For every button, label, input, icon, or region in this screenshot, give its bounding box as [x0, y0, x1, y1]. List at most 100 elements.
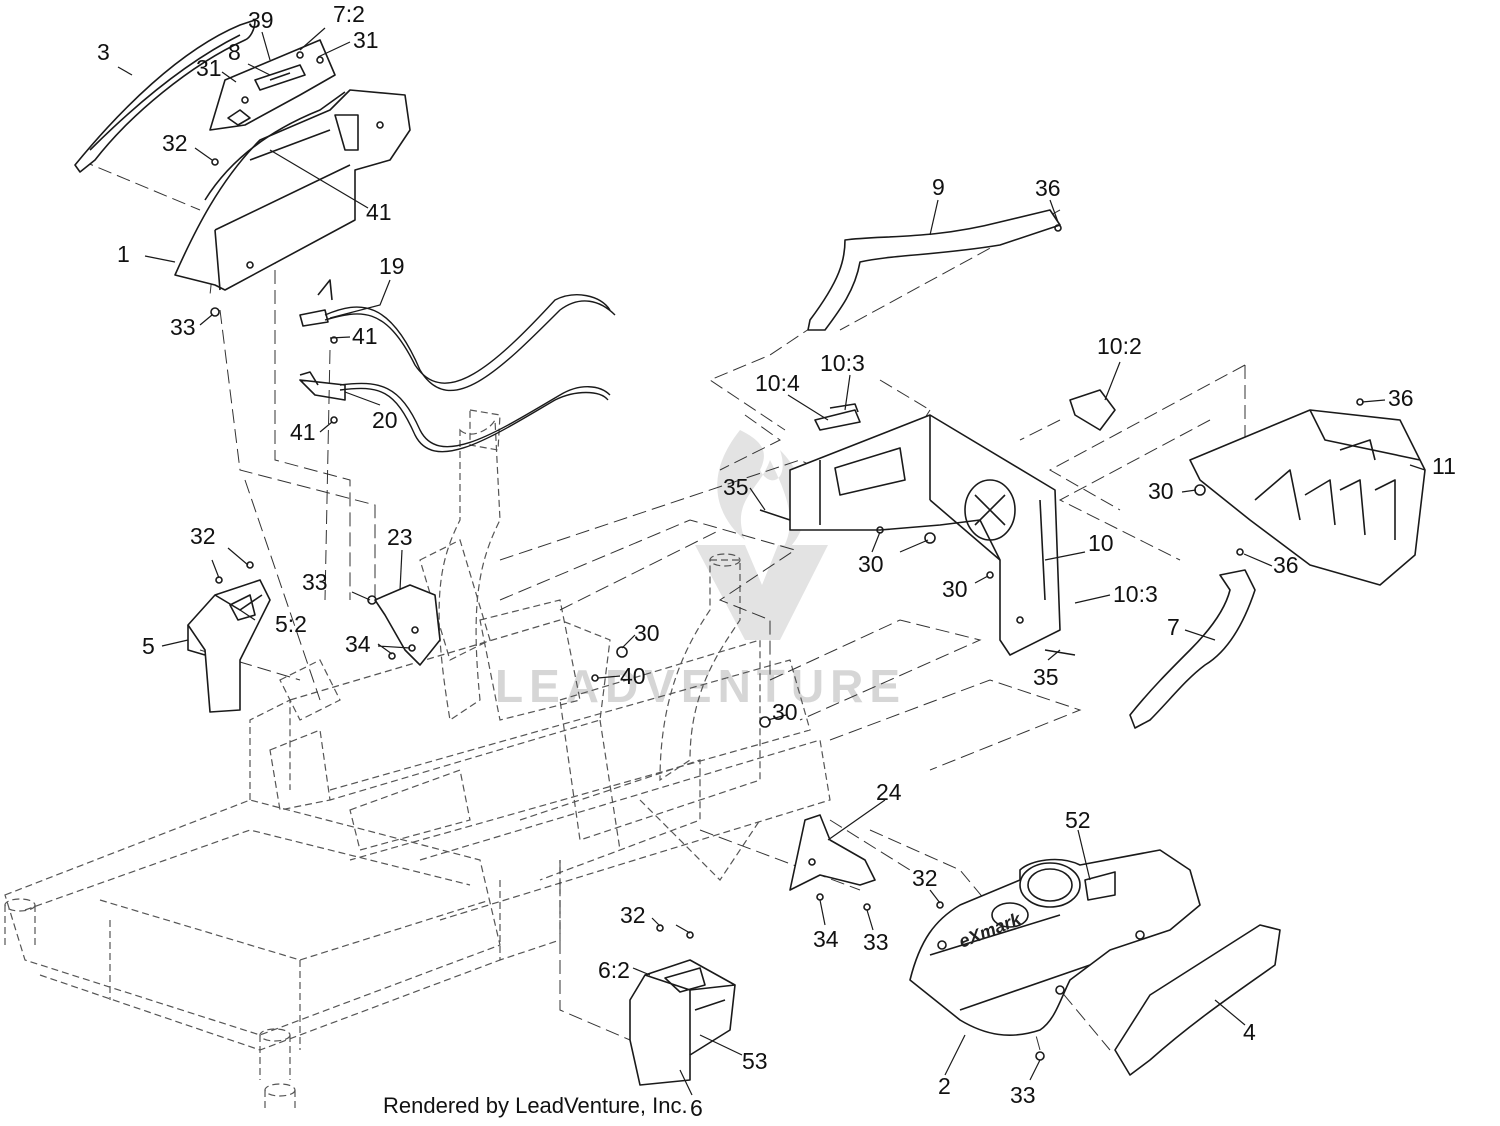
callout-7-2: 8	[228, 39, 241, 65]
nut-icon	[1035, 1051, 1045, 1061]
callout-20: 20	[372, 407, 398, 433]
callout-40: 40	[620, 663, 646, 689]
callout-24: 24	[876, 779, 902, 805]
nut-icon	[759, 716, 771, 728]
watermark-v-icon	[695, 545, 828, 640]
callout-2: 2	[938, 1073, 951, 1099]
part-left-console	[174, 89, 411, 291]
callout-19: 19	[379, 253, 405, 279]
callout-35-low: 35	[1033, 664, 1059, 690]
callout-30-hood-low: 30	[942, 576, 968, 602]
callout-41-mid: 41	[352, 323, 378, 349]
screw-icon	[246, 561, 254, 569]
nut-icon	[210, 307, 220, 317]
screw-icon	[1054, 224, 1062, 232]
screw-icon	[330, 416, 338, 424]
callout-52: 52	[1065, 807, 1091, 833]
callout-10-3-low: 10:3	[1113, 581, 1158, 607]
callout-30-frame: 30	[772, 699, 798, 725]
nut-icon	[367, 595, 377, 605]
fasteners	[210, 158, 1364, 1061]
callout-41-top: 41	[366, 199, 392, 225]
callout-10-2: 10:2	[1097, 333, 1142, 359]
part-hood-panel	[789, 414, 1061, 656]
callout-35-top: 35	[723, 474, 749, 500]
callout-31-left: 31	[196, 55, 222, 81]
part-left-pod	[187, 579, 271, 713]
callout-30-hood: 30	[858, 551, 884, 577]
callout-36-right: 36	[1388, 385, 1414, 411]
callout-8: 9	[932, 174, 945, 200]
part-bracket-23	[374, 584, 441, 666]
nut-icon	[924, 532, 936, 544]
callout-32-top: 32	[162, 130, 188, 156]
screw-icon	[686, 931, 694, 939]
callout-32-lowpod: 32	[620, 902, 646, 928]
chassis-frame	[4, 539, 831, 1051]
pin-icon	[759, 509, 1076, 656]
callout-34-left: 34	[345, 631, 371, 657]
callout-53: 53	[742, 1048, 768, 1074]
screw-icon	[388, 652, 396, 660]
callout-36-top: 36	[1035, 175, 1061, 201]
part-plate-10-2	[1069, 389, 1116, 431]
callout-4: 4	[1243, 1019, 1256, 1045]
watermark-flame-icon	[717, 430, 806, 560]
guide-lines	[79, 159, 1246, 1051]
part-right-trim	[1129, 569, 1256, 729]
callout-32-console: 32	[912, 865, 938, 891]
screw-icon	[211, 158, 219, 166]
nut-icon	[616, 646, 628, 658]
callout-1: 1	[117, 241, 130, 267]
watermark-text: LEADVENTURE	[495, 660, 906, 712]
callout-33-left: 33	[170, 314, 196, 340]
callout-33-console: 33	[1010, 1082, 1036, 1108]
callout-9: 7	[1167, 614, 1180, 640]
screw-icon	[936, 901, 944, 909]
part-upper-trim	[807, 209, 1061, 331]
leader-lines	[117, 27, 1426, 1096]
part-pad-10-4	[814, 403, 861, 431]
caster-tubes	[4, 898, 296, 1110]
part-cables	[299, 279, 616, 453]
callout-5-2: 5:2	[275, 611, 307, 637]
callout-3: 3	[97, 39, 110, 65]
callout-11: 11	[1432, 453, 1456, 479]
callout-7: 7:2	[333, 1, 365, 27]
part-right-fender	[1114, 924, 1281, 1076]
callout-39: 39	[248, 7, 274, 33]
callout-6-2: 6:2	[598, 957, 630, 983]
screw-icon	[986, 571, 994, 579]
screw-icon	[656, 924, 664, 932]
callout-23: 23	[387, 524, 413, 550]
callout-33-bracket24: 33	[863, 929, 889, 955]
screw-icon	[816, 893, 824, 901]
screw-icon	[330, 336, 338, 344]
callout-30-center: 30	[634, 620, 660, 646]
part-right-cover	[1189, 409, 1426, 586]
callout-41-low: 41	[290, 419, 316, 445]
callout-10-3-top: 10:3	[820, 350, 865, 376]
callout-5: 5	[142, 633, 155, 659]
nut-icon	[1194, 484, 1206, 496]
callout-33-bracket: 33	[302, 569, 328, 595]
callout-34-right: 34	[813, 926, 839, 952]
screw-icon	[863, 903, 871, 911]
callout-6: 6	[690, 1095, 703, 1121]
callout-31-right: 31	[353, 27, 379, 53]
callout-36-low: 36	[1273, 552, 1299, 578]
part-lower-pod	[629, 959, 736, 1086]
lever-towers	[438, 409, 741, 782]
callouts: 3 39 7:2 8 31 31 32 41 1 19 33 41 20 41 …	[97, 1, 1456, 1121]
callout-10: 10	[1088, 530, 1114, 556]
part-right-console: eXmark	[909, 849, 1201, 1036]
watermark: LEADVENTURE	[495, 430, 906, 712]
part-left-trim	[74, 19, 256, 173]
screw-icon	[1236, 548, 1244, 556]
callout-32-pod: 32	[190, 523, 216, 549]
part-control-plate	[209, 39, 336, 131]
render-credit: Rendered by LeadVenture, Inc.	[383, 1093, 688, 1118]
part-bracket-24	[789, 814, 876, 891]
callout-10-4: 10:4	[755, 370, 800, 396]
